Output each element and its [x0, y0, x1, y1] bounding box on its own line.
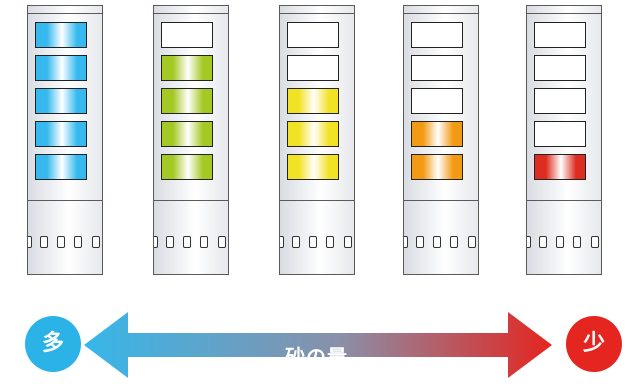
meter-divider	[527, 200, 601, 201]
meter-connector-pins	[154, 236, 228, 250]
meter-connector-pins	[527, 236, 601, 250]
connector-pin	[154, 236, 158, 248]
connector-pin	[40, 236, 48, 248]
connector-pin	[280, 236, 284, 248]
meter-segments	[287, 22, 347, 187]
meter-segment-filled	[35, 88, 87, 114]
meter-segment-empty	[534, 121, 586, 147]
meter-divider	[154, 200, 228, 201]
connector-pin	[309, 236, 317, 248]
meter-segment-filled	[411, 154, 463, 180]
meter-segment-empty	[287, 55, 339, 81]
meter-connector-pins	[28, 236, 102, 250]
meter-segments	[35, 22, 95, 187]
meter-cap	[404, 6, 478, 14]
connector-pin	[573, 236, 581, 248]
meter-divider	[404, 200, 478, 201]
connector-pin	[28, 236, 32, 248]
sand-level-meter	[153, 5, 229, 275]
meter-segment-filled	[287, 121, 339, 147]
meter-segment-filled	[161, 121, 213, 147]
meter-cap	[28, 6, 102, 14]
meter-divider	[280, 200, 354, 201]
connector-pin	[539, 236, 547, 248]
meter-segment-filled	[411, 121, 463, 147]
meter-segment-empty	[534, 88, 586, 114]
meter-segment-empty	[534, 22, 586, 48]
connector-pin	[556, 236, 564, 248]
connector-pin	[450, 236, 458, 248]
meter-segment-filled	[534, 154, 586, 180]
meter-segments	[534, 22, 594, 187]
meter-cap	[154, 6, 228, 14]
sand-level-meter	[403, 5, 479, 275]
connector-pin	[183, 236, 191, 248]
connector-pin	[74, 236, 82, 248]
meter-segment-empty	[161, 22, 213, 48]
connector-pin	[218, 236, 226, 248]
sand-level-meter	[27, 5, 103, 275]
meter-connector-pins	[280, 236, 354, 250]
meter-connector-pins	[404, 236, 478, 250]
connector-pin	[200, 236, 208, 248]
connector-pin	[468, 236, 476, 248]
sand-amount-label: 砂の量	[285, 345, 348, 369]
meter-divider	[28, 200, 102, 201]
connector-pin	[57, 236, 65, 248]
meter-segment-filled	[161, 88, 213, 114]
connector-pin	[591, 236, 599, 248]
connector-pin	[292, 236, 300, 248]
connector-pin	[344, 236, 352, 248]
sand-amount-arrow	[84, 312, 552, 378]
sand-level-meter	[279, 5, 355, 275]
double-arrow-shape	[84, 312, 552, 378]
meter-segment-empty	[411, 22, 463, 48]
less-badge: 少	[566, 316, 622, 372]
meter-cap	[280, 6, 354, 14]
meter-segments	[411, 22, 471, 187]
meter-segment-filled	[35, 55, 87, 81]
connector-pin	[527, 236, 531, 248]
connector-pin	[92, 236, 100, 248]
connector-pin	[166, 236, 174, 248]
meter-segment-filled	[287, 88, 339, 114]
meter-segment-filled	[287, 154, 339, 180]
meter-segment-empty	[411, 55, 463, 81]
meter-segment-filled	[35, 121, 87, 147]
meter-segment-empty	[287, 22, 339, 48]
more-badge: 多	[25, 316, 81, 372]
sand-level-meter	[526, 5, 602, 275]
meter-segment-empty	[534, 55, 586, 81]
connector-pin	[404, 236, 408, 248]
meter-segment-empty	[411, 88, 463, 114]
meter-segment-filled	[161, 55, 213, 81]
connector-pin	[416, 236, 424, 248]
meter-segment-filled	[35, 154, 87, 180]
meter-segment-filled	[161, 154, 213, 180]
meter-segments	[161, 22, 221, 187]
meter-segment-filled	[35, 22, 87, 48]
connector-pin	[433, 236, 441, 248]
meter-cap	[527, 6, 601, 14]
connector-pin	[326, 236, 334, 248]
